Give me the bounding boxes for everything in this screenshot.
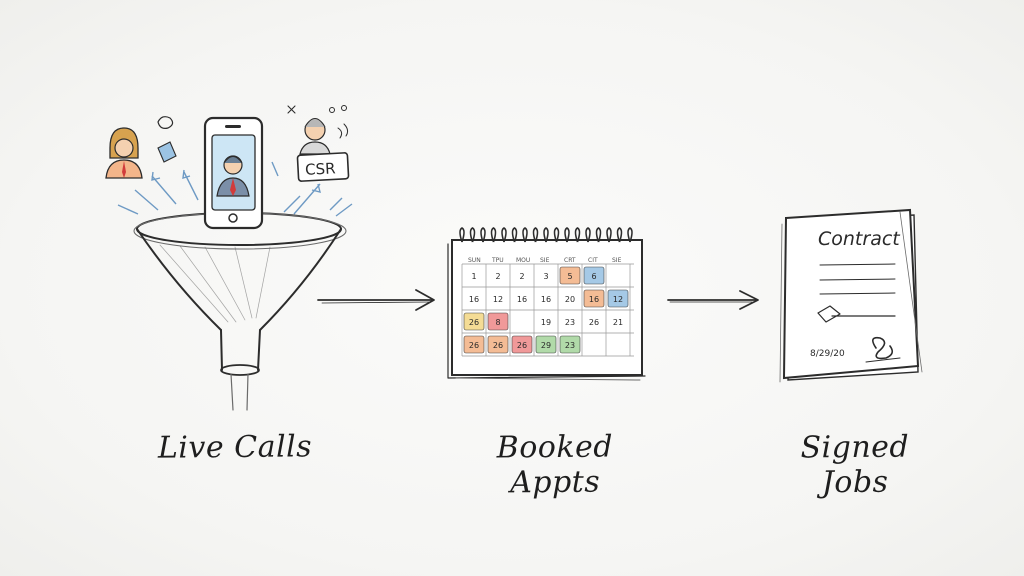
- calendar-day-number: 16: [469, 295, 479, 304]
- calendar-weekday-label: CIT: [588, 257, 598, 264]
- calendar-weekday-label: CRT: [564, 257, 576, 264]
- calendar-highlight: [607, 289, 629, 308]
- calendar-highlight: [463, 312, 485, 331]
- calendar-day-number: 5: [567, 272, 572, 281]
- csr-agent-icon: CSR: [287, 105, 350, 182]
- calendar-highlight: [559, 335, 581, 354]
- flow-arrow-1: [317, 289, 435, 311]
- calendar-ring: [522, 227, 528, 243]
- signature-date: 8/29/20: [810, 349, 845, 359]
- calendar-day-number: 1: [471, 272, 476, 281]
- calendar-day-number: 29: [541, 341, 551, 350]
- calendar-ring: [501, 227, 507, 243]
- calendar-day-number: 16: [589, 295, 599, 304]
- calendar-day-number: 26: [517, 341, 527, 350]
- calendar-weekday-row: SUN TPU MOU SIE CRT CIT SIE: [468, 257, 622, 264]
- calendar-day-number: 2: [495, 272, 500, 281]
- calendar-weekday-label: MOU: [516, 257, 530, 264]
- calendar-ring: [469, 227, 476, 243]
- calendar-day-number: 16: [517, 295, 527, 304]
- calendar-day-number: 26: [469, 318, 479, 327]
- calendar-ring: [490, 227, 497, 243]
- customer-avatar-icon: [105, 127, 143, 179]
- calendar-day-number: 26: [469, 341, 479, 350]
- contract-document-icon: Contract 8/29/20: [779, 208, 923, 383]
- message-bubble-icon: [157, 116, 174, 129]
- calendar-ring: [480, 227, 486, 243]
- stage-label-booked-appts: Booked Appts: [496, 429, 614, 501]
- calendar-highlight: [487, 335, 509, 354]
- calendar-day-number: 26: [589, 318, 599, 327]
- calendar-day-number: 21: [613, 318, 623, 327]
- calendar-day-number: 23: [565, 318, 575, 327]
- calendar-day-number: 19: [541, 318, 551, 327]
- contract-title: Contract: [818, 228, 901, 250]
- calendar-weekday-label: TPU: [491, 257, 504, 264]
- calendar-highlight: [511, 335, 533, 354]
- calendar-highlight: [463, 335, 485, 354]
- calendar-highlight: [487, 312, 509, 331]
- document-glyph-icon: [157, 141, 177, 163]
- calendar-day-number: 12: [493, 295, 503, 304]
- calendar-ring: [585, 227, 591, 243]
- calendar-ring: [574, 227, 581, 243]
- calendar-ring: [606, 227, 612, 243]
- calendar-weekday-label: SIE: [612, 257, 622, 264]
- calendar-day-number: 23: [565, 341, 575, 350]
- calendar-ring: [553, 227, 560, 243]
- inflow-arrows: [117, 161, 353, 217]
- calendar-rings: [459, 227, 633, 243]
- stage-label-live-calls: Live Calls: [157, 429, 313, 466]
- csr-tag-label: CSR: [305, 159, 336, 179]
- calendar-ring: [616, 227, 623, 243]
- calendar-ring: [564, 227, 570, 243]
- calendar-ring: [532, 227, 539, 243]
- calendar-ring: [511, 227, 518, 243]
- calendar-highlight: [583, 266, 605, 285]
- calendar-highlight: [559, 266, 581, 285]
- calendar-weekday-label: SUN: [468, 257, 481, 264]
- calendar-ring: [595, 227, 602, 243]
- calendar-highlight: [535, 335, 557, 354]
- funnel-icon: [133, 212, 347, 411]
- calendar-ring: [627, 227, 633, 243]
- calendar-weekday-label: SIE: [540, 257, 550, 264]
- calendar-highlight: [583, 289, 605, 308]
- flow-arrow-2: [667, 290, 759, 310]
- phone-icon: [203, 116, 264, 230]
- calendar-ring: [459, 227, 465, 243]
- calendar-day-number: 8: [495, 318, 500, 327]
- calendar-day-number: 6: [591, 272, 596, 281]
- calendar-day-number: 12: [613, 295, 623, 304]
- calendar-day-number: 3: [543, 272, 548, 281]
- calendar-day-number: 2: [519, 272, 524, 281]
- stage-label-signed-jobs: Signed Jobs: [800, 429, 910, 501]
- calendar-day-number: 26: [493, 341, 503, 350]
- calendar-ring: [543, 227, 549, 243]
- calendar-day-number: 20: [565, 295, 575, 304]
- calendar-day-number: 16: [541, 295, 551, 304]
